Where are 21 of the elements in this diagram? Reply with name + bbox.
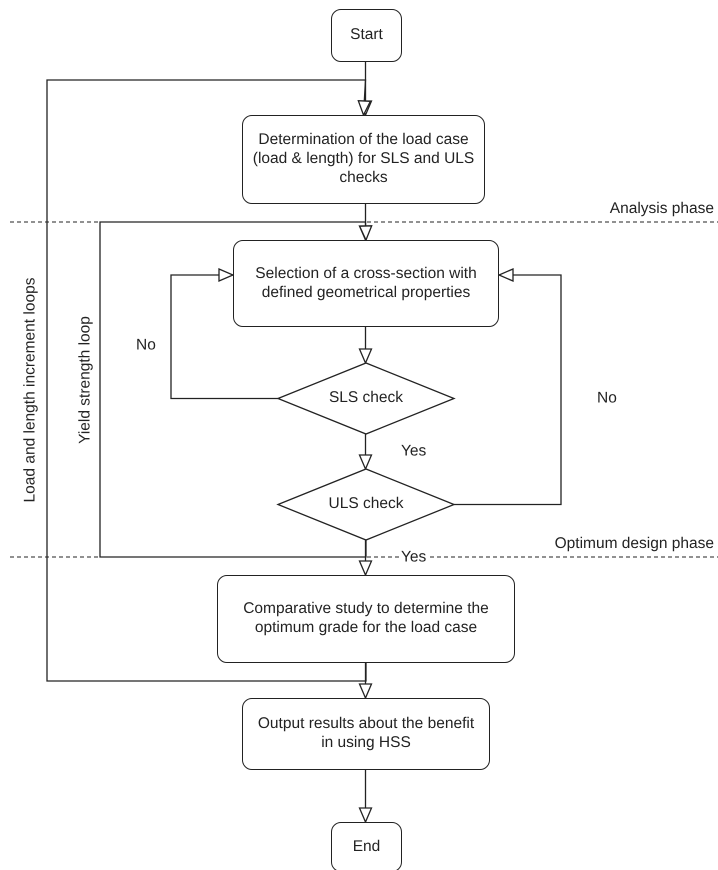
- phase-label: Optimum design phase: [554, 535, 714, 552]
- arrow: [358, 540, 372, 576]
- process-box: Comparative study to determine the optimum grade for the load case: [217, 575, 515, 663]
- arrow: [358, 770, 372, 823]
- arrow: [358, 663, 372, 699]
- process-box: Start: [331, 9, 402, 62]
- arrow: [46, 79, 371, 682]
- process-box: End: [331, 822, 402, 870]
- arrow: [358, 434, 372, 470]
- arrow: [170, 268, 278, 400]
- arrow: [454, 268, 562, 506]
- decision-diamond: SLS check: [278, 363, 454, 434]
- process-box: Determination of the load case (load & length) for SLS and ULS checks: [242, 115, 485, 204]
- edge-label: Load and length increment loops: [21, 276, 39, 504]
- process-box: Output results about the benefit in using HSS: [242, 698, 490, 770]
- phase-label: Analysis phase: [610, 200, 714, 218]
- arrow: [99, 221, 372, 558]
- edge-label: Yield strength loop: [76, 315, 94, 445]
- arrow: [358, 327, 372, 364]
- decision-diamond: ULS check: [278, 469, 454, 540]
- process-box: Selection of a cross-section with defined geometrical properties: [233, 240, 499, 327]
